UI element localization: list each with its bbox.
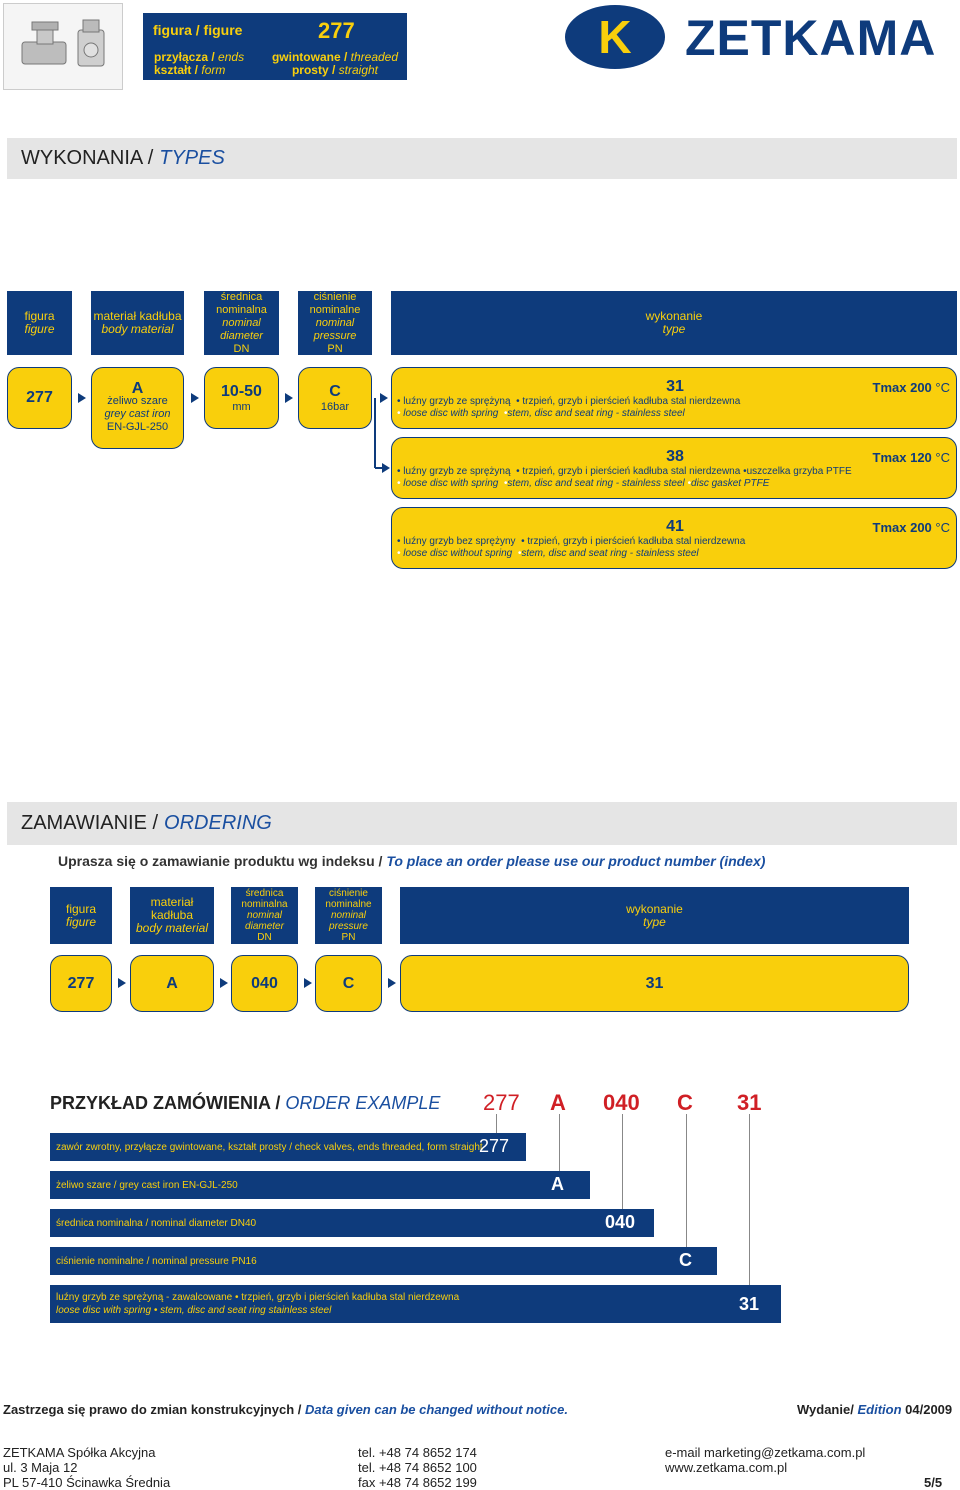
example-code-31: 31 xyxy=(737,1090,762,1115)
arrow-icon xyxy=(118,978,126,988)
example-code-c: C xyxy=(677,1090,693,1115)
order-value-diameter: 040 xyxy=(231,955,298,1012)
example-row-5: luźny grzyb ze sprężyną - zawalcowane • … xyxy=(50,1285,781,1323)
example-row-3: średnica nominalna / nominal diameter DN… xyxy=(50,1209,654,1237)
footer-street: ul. 3 Maja 12 xyxy=(3,1460,78,1475)
footer-fax: fax +48 74 8652 199 xyxy=(358,1475,477,1490)
arrow-icon xyxy=(78,393,86,403)
footer-www[interactable]: www.zetkama.com.pl xyxy=(665,1460,788,1475)
arrow-icon xyxy=(285,393,293,403)
footer-edition: Wydanie/ Edition 04/2009 xyxy=(797,1402,953,1417)
ends-label: przyłącza / ends xyxy=(154,50,245,64)
form-label: kształt / form xyxy=(154,63,226,77)
order-value-material: A xyxy=(130,955,214,1012)
footer-email[interactable]: e-mail marketing@zetkama.com.pl xyxy=(665,1445,866,1460)
arrow-icon xyxy=(380,393,388,403)
arrow-icon xyxy=(382,463,390,473)
example-title: PRZYKŁAD ZAMÓWIENIA / ORDER EXAMPLE xyxy=(50,1093,441,1113)
arrow-icon xyxy=(220,978,228,988)
connector-line xyxy=(374,398,376,468)
valve-icon xyxy=(21,19,105,67)
page-number: 5/5 xyxy=(924,1475,943,1490)
type-box-41: 41 Tmax 200 °C • luźny grzyb bez sprężyn… xyxy=(391,507,957,569)
footer-tel1: tel. +48 74 8652 174 xyxy=(358,1445,477,1460)
type-box-38: 38 Tmax 120 °C • luźny grzyb ze sprężyną… xyxy=(391,437,957,499)
zetkama-logo: K ZETKAMA xyxy=(565,5,960,69)
figure-label: figura / figure xyxy=(153,22,243,38)
example-code-a: A xyxy=(550,1090,566,1115)
footer-tel2: tel. +48 74 8652 100 xyxy=(358,1460,477,1475)
order-value-type: 31 xyxy=(400,955,909,1012)
example-code-040: 040 xyxy=(603,1090,640,1115)
order-value-pressure: C xyxy=(315,955,382,1012)
types-title: WYKONANIA /TYPES xyxy=(7,138,957,179)
footer-notice: Zastrzega się prawo do zmian konstrukcyj… xyxy=(3,1402,568,1417)
arrow-icon xyxy=(304,978,312,988)
ends-value: gwintowane / threaded xyxy=(271,50,399,64)
form-value: prosty / straight xyxy=(291,63,379,77)
example-code-277: 277 xyxy=(483,1090,520,1115)
pn-value: C 16bar xyxy=(298,367,372,429)
ordering-title: ZAMAWIANIE /ORDERING xyxy=(7,802,957,845)
example-row-4: ciśnienie nominalne / nominal pressure P… xyxy=(50,1247,717,1275)
arrow-icon xyxy=(388,978,396,988)
dn-value: 10-50 mm xyxy=(204,367,279,429)
arrow-icon xyxy=(191,393,199,403)
product-image xyxy=(3,3,123,90)
figure-value: 277 xyxy=(7,367,72,429)
figure-number: 277 xyxy=(318,18,355,43)
example-row-1: zawór zwrotny, przyłącze gwintowane, ksz… xyxy=(50,1133,526,1161)
order-value-figure: 277 xyxy=(50,955,112,1012)
footer-city: PL 57-410 Ścinawka Średnia xyxy=(3,1475,171,1490)
ordering-instruction: Uprasza się o zamawianie produktu wg ind… xyxy=(58,853,766,869)
type-box-31: 31 Tmax 200 °C • luźny grzyb ze sprężyną… xyxy=(391,367,957,429)
material-value: A żeliwo szare grey cast iron EN-GJL-250 xyxy=(91,367,184,449)
footer-company: ZETKAMA Spółka Akcyjna xyxy=(3,1445,156,1460)
example-row-2: żeliwo szare / grey cast iron EN-GJL-250… xyxy=(50,1171,590,1199)
